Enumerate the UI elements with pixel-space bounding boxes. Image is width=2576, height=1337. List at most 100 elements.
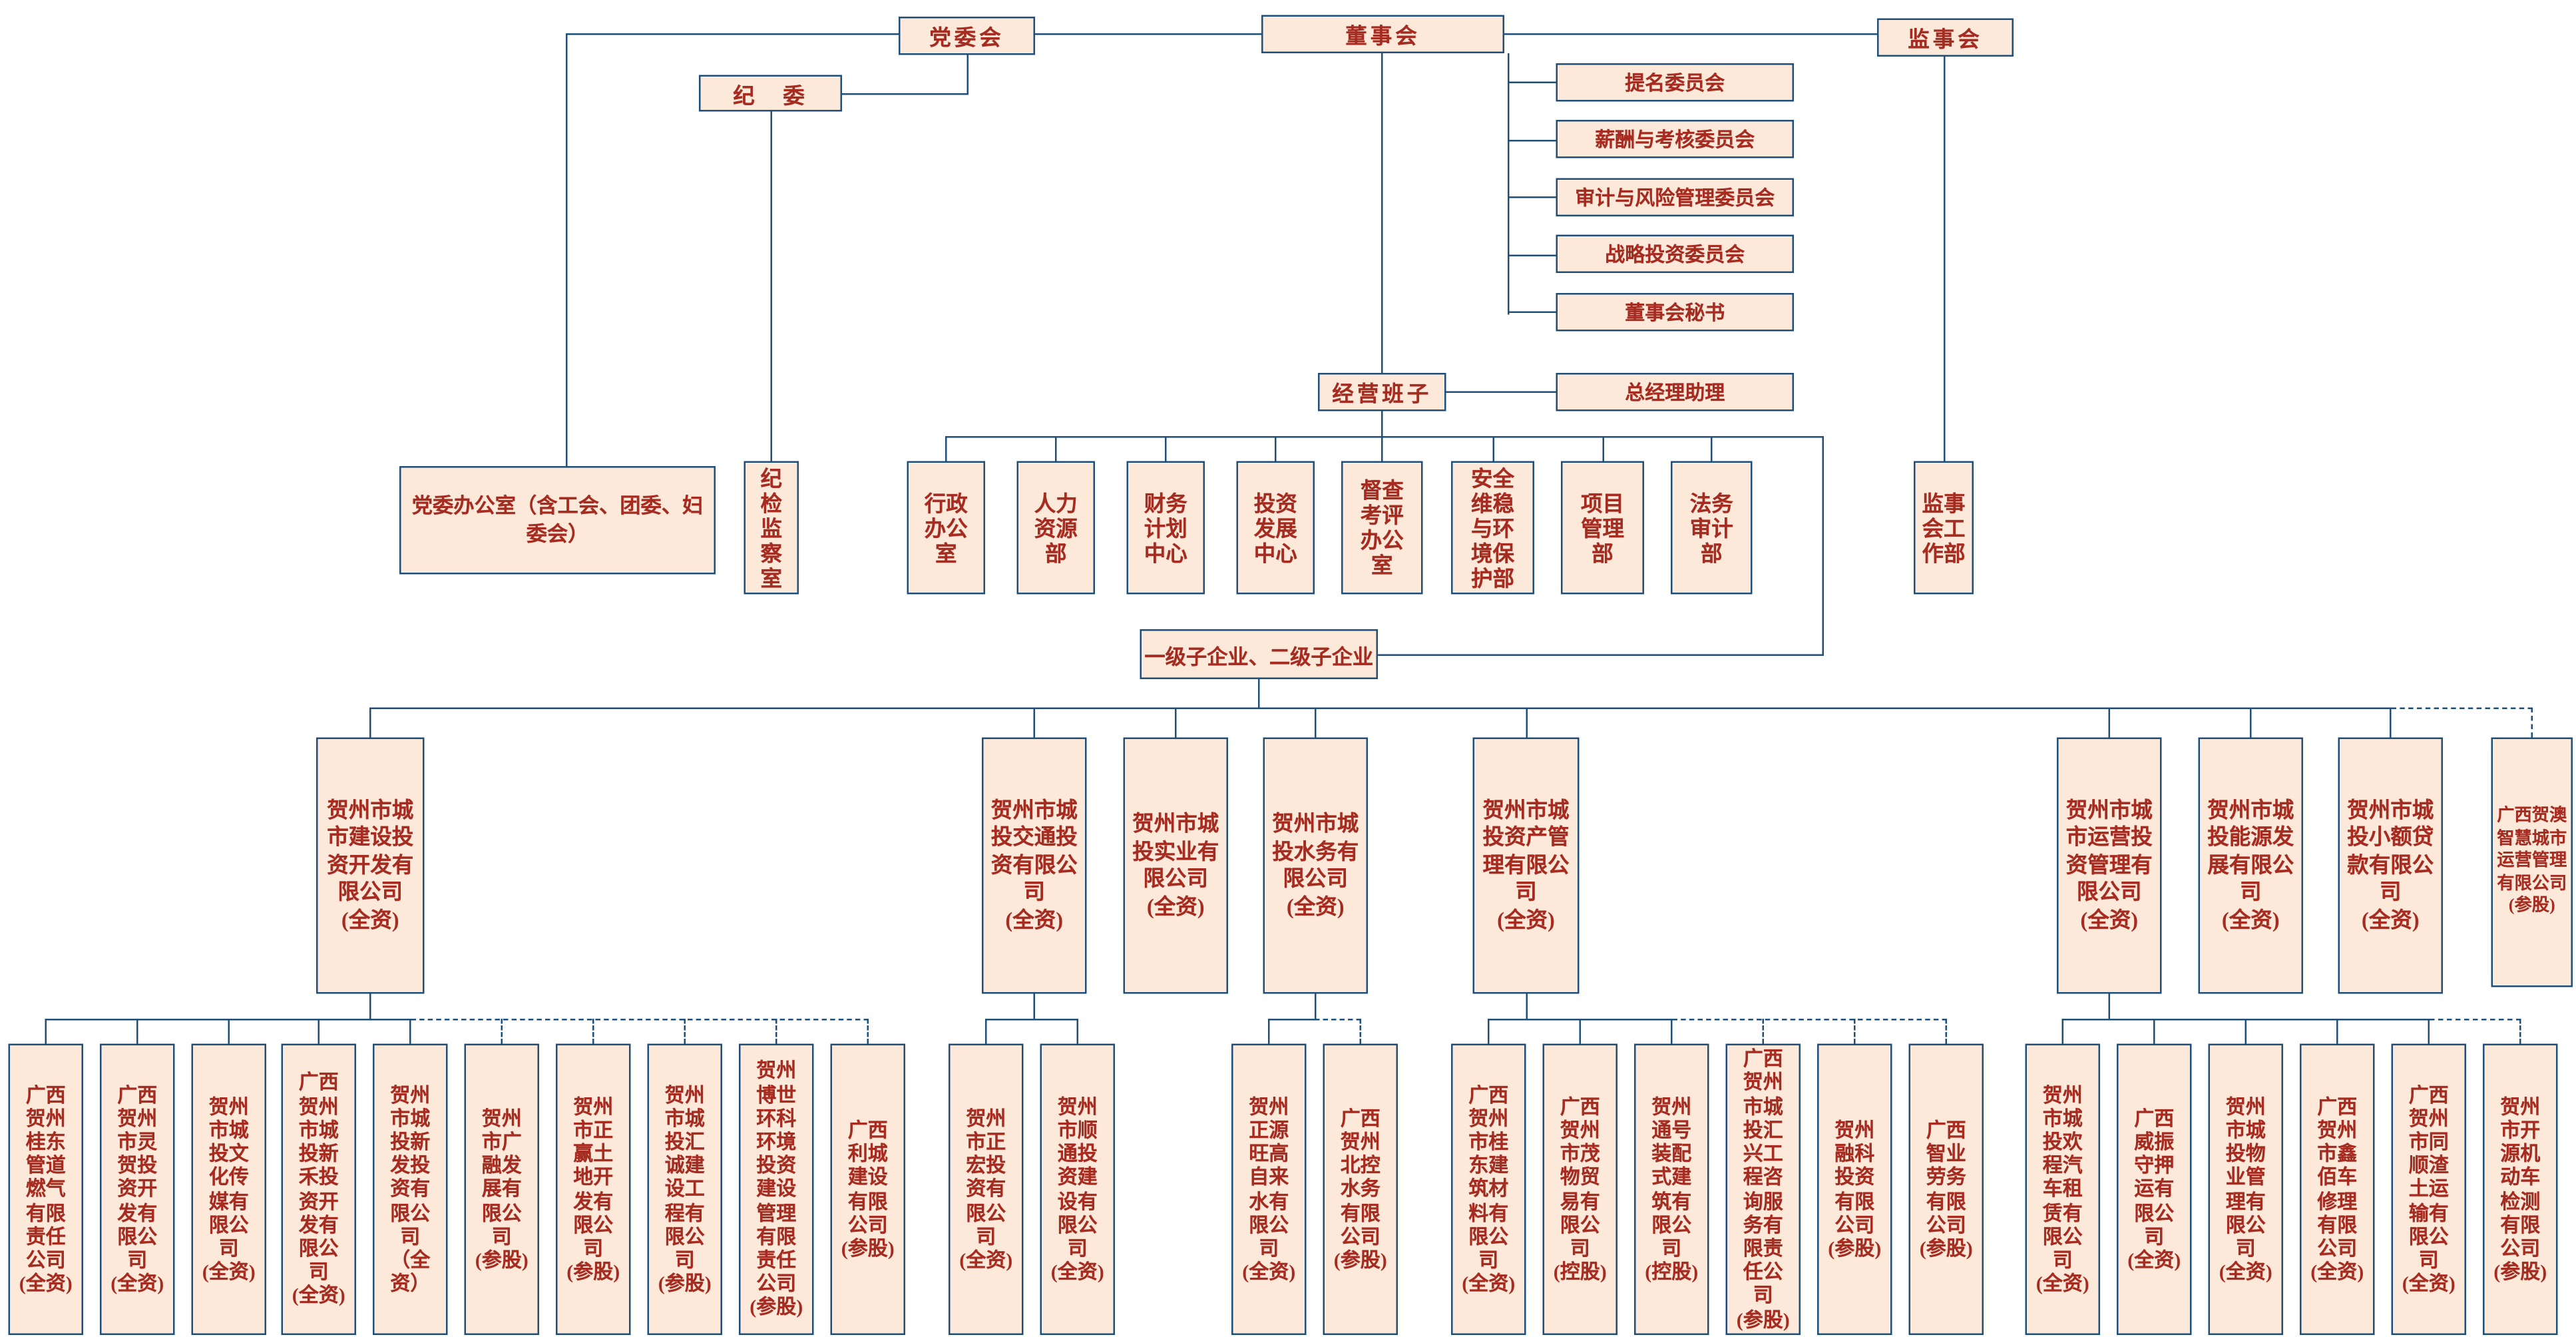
dept-label: 财务计划中心: [1144, 490, 1187, 565]
ownership-label: (参股): [1333, 1248, 1387, 1272]
connector-line: [1033, 993, 1035, 1019]
l2-box: 贺州市城投物业管理有限公司(全资): [2208, 1043, 2283, 1335]
company-name: 贺州市顺通投资建设有限公司: [1057, 1095, 1098, 1260]
company-name: 贺州市城投交通投资有限公司: [990, 796, 1078, 905]
connector-line: [369, 707, 371, 738]
l1-box-construction: 贺州市城市建设投资开发有限公司(全资): [316, 737, 425, 994]
l2-box: 贺州市广融发展有限公司(参股): [464, 1043, 539, 1335]
dept-box-human-resources: 人力资源部: [1016, 461, 1095, 595]
connector-line: [1055, 436, 1057, 461]
dept-label: 项目管理部: [1580, 490, 1624, 565]
connector-line: [1488, 1019, 1490, 1044]
party-office-box: 党委办公室（含工会、团委、妇委会）: [399, 466, 716, 575]
connector-line-dashed: [2531, 707, 2533, 738]
l2-box: 贺州市开源机动车检测有限公司(参股): [2483, 1043, 2558, 1335]
connector-line-dashed: [2430, 1019, 2521, 1021]
connector-line: [45, 1019, 47, 1044]
dept-label: 投资发展中心: [1253, 490, 1297, 565]
l2-box: 广西贺州市同顺渣土运输有限公司(全资): [2391, 1043, 2466, 1335]
ownership-label: (全资): [2127, 1248, 2181, 1272]
committee-label: 董事会秘书: [1625, 301, 1725, 325]
supervisory-board-box: 监事会: [1877, 18, 2014, 57]
committee-box-nomination: 提名委员会: [1556, 63, 1794, 102]
company-name: 贺州市城投水务有限公司: [1272, 810, 1359, 891]
connector-line: [842, 93, 968, 95]
connector-line: [1579, 1019, 1581, 1044]
management-team-box: 经营班子: [1318, 373, 1446, 411]
company-name: 贺州市正赢土地开发有限公司: [573, 1095, 614, 1260]
ownership-label: (全资): [2402, 1272, 2456, 1296]
l2-box: 贺州正源旺高自来水有限公司(全资): [1231, 1043, 1307, 1335]
l2-box: 广西贺州市茂物贸易有限公司(控股): [1542, 1043, 1617, 1335]
connector-line: [1315, 707, 1317, 738]
connector-line: [566, 33, 899, 35]
connector-line: [1526, 993, 1528, 1019]
l2-box: 广西贺州市桂东建筑材料有限公司(全资): [1451, 1043, 1526, 1335]
dept-box-administrative-office: 行政办公室: [907, 461, 985, 595]
connector-line: [1526, 707, 1528, 738]
l2-box: 广西智业劳务有限公司(参股): [1908, 1043, 1984, 1335]
subsidiaries-header-label: 一级子企业、二级子企业: [1144, 645, 1374, 668]
connector-line-dashed: [411, 1019, 869, 1021]
l1-box-energy: 贺州市城投能源发展有限公司(全资): [2198, 737, 2303, 994]
dept-box-investment-development: 投资发展中心: [1236, 461, 1315, 595]
l2-box: 广西贺州桂东管道燃气有限责任公司(全资): [8, 1043, 83, 1335]
connector-line: [2153, 1019, 2155, 1044]
discipline-inspection-office-label: 纪检监察室: [760, 465, 782, 591]
company-name: 贺州市城投汇诚建设工程有限公司: [664, 1083, 705, 1272]
connector-line: [2250, 707, 2252, 738]
party-office-label: 党委办公室（含工会、团委、妇委会）: [411, 493, 704, 545]
connector-line: [2390, 707, 2392, 738]
connector-line: [2108, 993, 2110, 1019]
connector-line: [1076, 1019, 1078, 1044]
company-name: 贺州正源旺高自来水有限公司: [1249, 1095, 1289, 1260]
connector-line-dashed: [1359, 1019, 1361, 1044]
company-name: 广西贺州市茂物贸易有限公司: [1560, 1095, 1600, 1260]
l2-box: 广西威振守押运有限公司(全资): [2117, 1043, 2192, 1335]
connector-line: [409, 1019, 411, 1044]
l2-box: 贺州市城投欢程汽车租赁有限公司(全资): [2025, 1043, 2100, 1335]
connector-line: [1508, 196, 1556, 198]
connector-line: [1446, 391, 1556, 393]
company-name: 广西贺澳智慧城市运营管理有限公司: [2497, 808, 2567, 894]
dept-box-legal-audit: 法务审计部: [1671, 461, 1753, 595]
connector-line: [1508, 140, 1556, 142]
ownership-label: (全资): [110, 1272, 164, 1296]
dept-box-project-management: 项目管理部: [1561, 461, 1644, 595]
connector-line-dashed: [1945, 1019, 1947, 1044]
company-name: 广西威振守押运有限公司: [2134, 1106, 2175, 1248]
ownership-label: (控股): [1553, 1260, 1607, 1284]
connector-line: [1165, 436, 1167, 461]
ownership-label: (全资): [1005, 906, 1064, 932]
connector-line-dashed: [867, 1019, 869, 1044]
ownership-label: (全资): [2361, 906, 2420, 932]
ownership-label: (全资): [1462, 1272, 1516, 1296]
connector-line-dashed: [1672, 1019, 1947, 1021]
management-team-label: 经营班子: [1332, 381, 1432, 407]
party-committee-box: 党委会: [899, 17, 1035, 55]
connector-line: [1258, 679, 1260, 708]
l2-box: 贺州市正宏投资有限公司(全资): [949, 1043, 1024, 1335]
ownership-label: (全资): [1242, 1260, 1296, 1284]
l1-box-operations: 贺州市城市运营投资管理有限公司(全资): [2057, 737, 2162, 994]
l2-box: 贺州市顺通投资建设有限公司(全资): [1040, 1043, 1115, 1335]
supervisory-board-label: 监事会: [1908, 27, 1983, 52]
l2-box: 广西贺州市城投新禾投资开发有限公司(全资): [281, 1043, 356, 1335]
ownership-label: (参股): [475, 1248, 529, 1272]
dept-label: 法务审计部: [1689, 490, 1733, 565]
board-box: 董事会: [1261, 15, 1504, 53]
ownership-label: (参股): [1919, 1236, 1973, 1260]
discipline-committee-box: 纪 委: [699, 75, 842, 112]
connector-line: [770, 111, 772, 461]
ownership-label: (全资): [2080, 906, 2139, 932]
connector-line: [369, 993, 371, 1019]
dept-box-finance-planning: 财务计划中心: [1126, 461, 1205, 595]
connector-line: [1671, 1019, 1673, 1044]
connector-line: [2108, 707, 2110, 738]
ownership-label: (全资): [1286, 893, 1345, 918]
ownership-label: (全资): [1050, 1260, 1104, 1284]
ownership-label: (参股): [658, 1272, 712, 1296]
company-name: 贺州市正宏投资有限公司: [966, 1106, 1006, 1248]
connector-line-dashed: [1854, 1019, 1856, 1044]
